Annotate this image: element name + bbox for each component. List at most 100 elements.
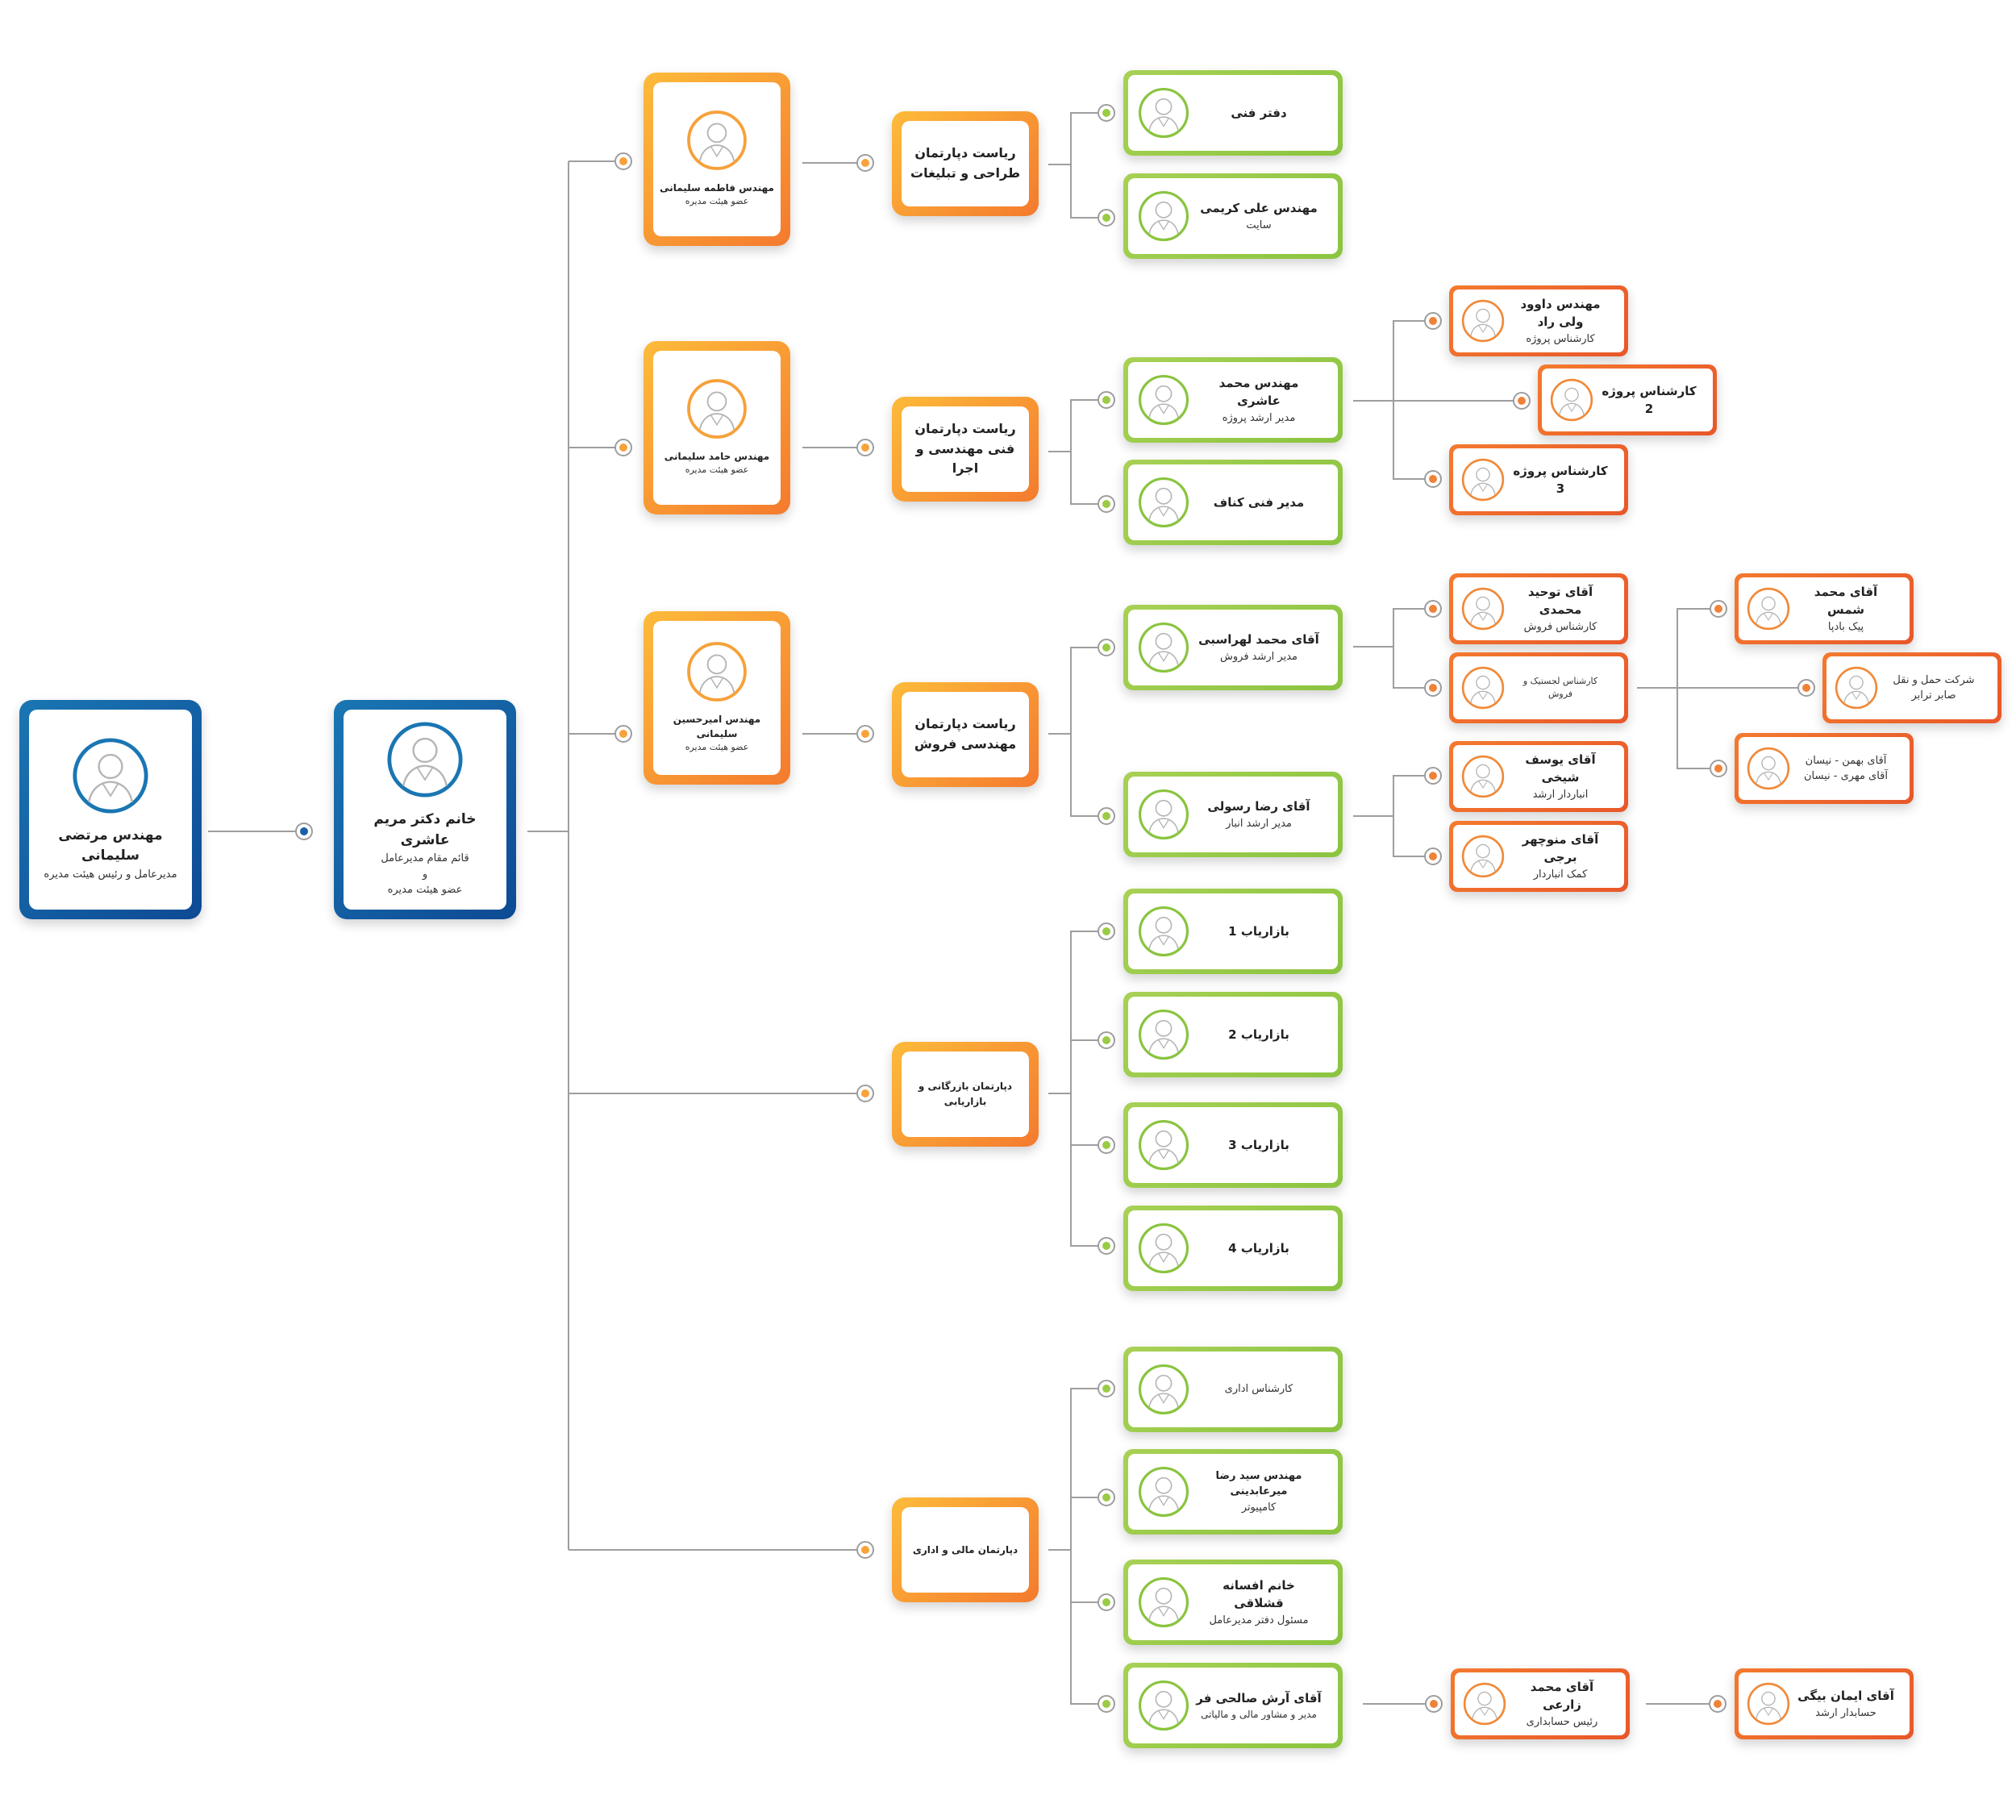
user-avatar-icon bbox=[1461, 755, 1505, 798]
connector bbox=[1637, 687, 1718, 769]
connector-dot-core bbox=[861, 1089, 869, 1097]
user-avatar-icon bbox=[1138, 622, 1189, 673]
connector-dot-core bbox=[1102, 927, 1110, 935]
connector-dot-core bbox=[1429, 317, 1437, 325]
user-avatar-icon bbox=[1138, 1576, 1189, 1628]
connector bbox=[1677, 608, 1718, 688]
department-card[interactable]: ریاست دپارتمان فنی مهندسی و اجرا bbox=[892, 397, 1039, 502]
sub-staff-card[interactable]: کارشناس پروژه 3 bbox=[1449, 444, 1628, 515]
user-avatar-icon bbox=[72, 737, 149, 814]
connector-dot-core bbox=[861, 159, 869, 167]
connector bbox=[1070, 1388, 1106, 1550]
board-member-card[interactable]: مهندس حامد سلیمانی عضو هیئت مدیره bbox=[644, 341, 790, 514]
department-card[interactable]: دپارتمان بازرگانی و بازاریابی bbox=[892, 1042, 1039, 1147]
department-card[interactable]: ریاست دپارتمان مهندسی فروش bbox=[892, 682, 1039, 787]
user-avatar-icon bbox=[386, 721, 464, 798]
connector-dot-core bbox=[1102, 214, 1110, 222]
connector-dot-core bbox=[1518, 397, 1526, 405]
connector-dot-core bbox=[1102, 1700, 1110, 1708]
user-avatar-icon bbox=[1138, 1680, 1189, 1731]
staff-card[interactable]: بازاریاب 4 bbox=[1123, 1206, 1343, 1291]
connector-dot-core bbox=[1429, 772, 1437, 780]
sub-staff-card[interactable]: کارشناس لجستیک و فروش bbox=[1449, 652, 1628, 723]
connector bbox=[1048, 733, 1106, 817]
board-member-card[interactable]: مهندس فاطمه سلیمانی عضو هیئت مدیره bbox=[644, 73, 790, 246]
department-card[interactable]: ریاست دپارتمان طراحی و تبلیغات bbox=[892, 111, 1039, 216]
ceo-card[interactable]: مهندس مرتضی سلیمانی مدیرعامل و رئیس هیئت… bbox=[19, 700, 202, 919]
connector bbox=[1048, 164, 1106, 219]
connector-dot-core bbox=[1102, 500, 1110, 508]
connector-dot-core bbox=[1429, 684, 1437, 692]
deputy-card[interactable]: خانم دکتر مریم عاشری قائم مقام مدیرعامل … bbox=[334, 700, 516, 919]
connector bbox=[1393, 608, 1433, 647]
user-avatar-icon bbox=[1138, 1119, 1189, 1171]
user-avatar-icon bbox=[1138, 1466, 1189, 1518]
connector bbox=[1070, 112, 1106, 165]
staff-card[interactable]: مدیر فنی کناف bbox=[1123, 460, 1343, 545]
connector-dot-core bbox=[1102, 1385, 1110, 1393]
connector-dot-core bbox=[1714, 1700, 1722, 1708]
staff-card[interactable]: بازاریاب 2 bbox=[1123, 992, 1343, 1077]
connector bbox=[1353, 400, 1433, 480]
connector-dot-core bbox=[619, 157, 627, 165]
user-avatar-icon bbox=[1835, 666, 1878, 710]
connector-dot-core bbox=[1429, 605, 1437, 613]
user-avatar-icon bbox=[686, 378, 748, 439]
connector-dot-core bbox=[300, 827, 308, 835]
user-avatar-icon bbox=[1461, 666, 1505, 710]
staff-card[interactable]: بازاریاب 3 bbox=[1123, 1102, 1343, 1188]
connector-dot-core bbox=[1429, 475, 1437, 483]
connector-dot-core bbox=[1102, 1036, 1110, 1044]
connector bbox=[1353, 815, 1433, 857]
connector-dot-core bbox=[1102, 812, 1110, 820]
connector bbox=[1393, 320, 1433, 401]
user-avatar-icon bbox=[1747, 747, 1790, 790]
connector bbox=[1393, 775, 1433, 816]
user-avatar-icon bbox=[1138, 477, 1189, 528]
user-avatar-icon bbox=[1138, 1009, 1189, 1060]
staff-card[interactable]: بازاریاب 1 bbox=[1123, 889, 1343, 974]
connector-dot-core bbox=[1430, 1700, 1438, 1708]
user-avatar-icon bbox=[686, 110, 748, 171]
user-avatar-icon bbox=[1138, 906, 1189, 957]
connector-dot-core bbox=[1714, 605, 1722, 613]
connector-dot-core bbox=[1102, 1493, 1110, 1501]
user-avatar-icon bbox=[1550, 378, 1593, 422]
user-avatar-icon bbox=[1138, 1222, 1189, 1274]
deputy-role: قائم مقام مدیرعامل و عضو هیئت مدیره bbox=[381, 852, 469, 897]
staff-card[interactable]: دفتر فنی bbox=[1123, 70, 1343, 156]
sub-staff-card[interactable]: کارشناس پروژه 2 bbox=[1538, 364, 1717, 435]
connector-dot-core bbox=[1102, 396, 1110, 404]
board-member-card[interactable]: مهندس امیرحسین سلیمانی عضو هیئت مدیره bbox=[644, 611, 790, 785]
connector bbox=[1048, 1093, 1106, 1247]
staff-card[interactable]: کارشناس اداری bbox=[1123, 1347, 1343, 1432]
department-card[interactable]: دپارتمان مالی و اداری bbox=[892, 1497, 1039, 1602]
user-avatar-icon bbox=[1747, 587, 1790, 631]
connector-dot-core bbox=[1102, 1242, 1110, 1250]
user-avatar-icon bbox=[1461, 299, 1505, 343]
user-avatar-icon bbox=[1138, 789, 1189, 840]
connector-dot-core bbox=[1102, 1141, 1110, 1149]
connector bbox=[1070, 399, 1106, 452]
connector-dot-core bbox=[861, 1546, 869, 1554]
connector-dot-core bbox=[1802, 684, 1810, 692]
user-avatar-icon bbox=[1461, 458, 1505, 502]
